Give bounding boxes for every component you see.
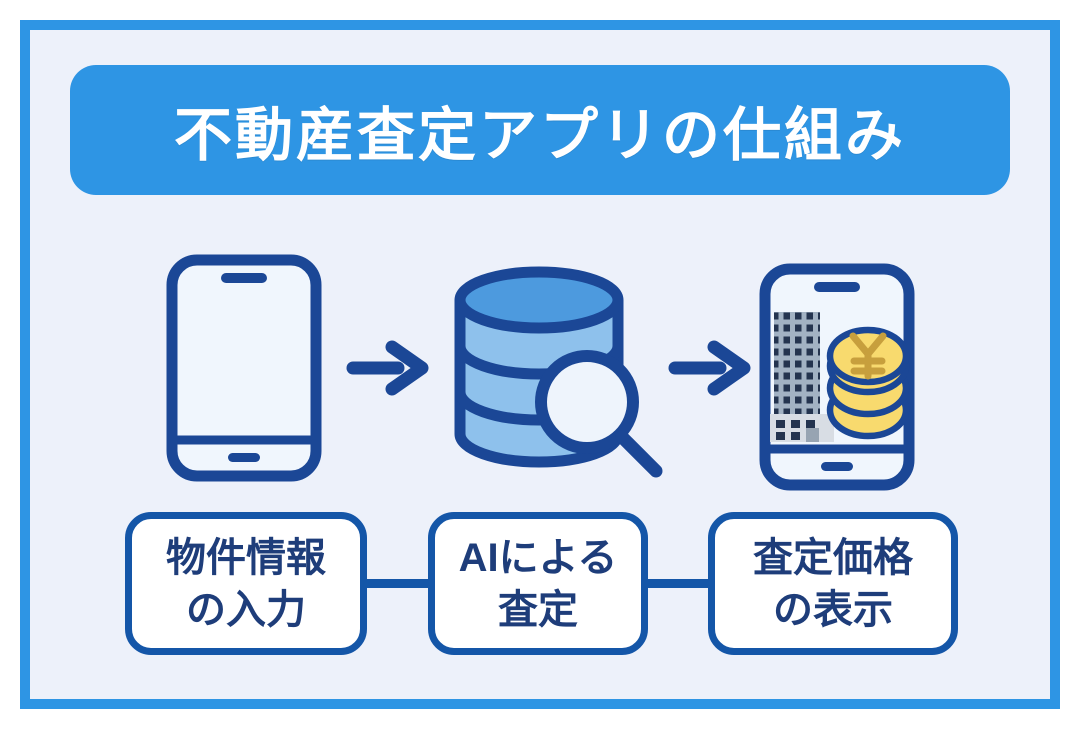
title-banner: 不動産査定アプリの仕組み — [70, 65, 1010, 195]
step-box-property-input: 物件情報 の入力 — [125, 512, 367, 655]
right-arrow-icon — [668, 340, 751, 396]
right-arrow-icon — [346, 340, 429, 396]
building-icon — [770, 312, 834, 442]
step-box-ai-appraisal: AIによる 査定 — [428, 512, 648, 655]
magnifier-handle — [615, 430, 663, 478]
step-label-line: AIによる — [458, 535, 618, 580]
phone-speaker — [221, 273, 267, 283]
step-label-line: 物件情報 — [166, 535, 326, 580]
magnifier-lens — [535, 350, 639, 454]
building-door — [806, 428, 819, 442]
frame-border: 不動産査定アプリの仕組み — [20, 20, 1060, 709]
phone-home-button — [228, 453, 260, 462]
building-tower — [774, 312, 820, 422]
step-box-price-display: 査定価格 の表示 — [708, 512, 958, 655]
coin-stack-icon — [826, 326, 910, 440]
step-label-line: 査定価格 — [753, 535, 913, 580]
phone-frame — [166, 254, 322, 482]
smartphone-input-icon — [166, 254, 322, 482]
database-search-icon — [454, 266, 663, 478]
yen-symbol — [849, 332, 887, 380]
smartphone-price-icon — [759, 263, 915, 491]
phone-speaker — [814, 282, 860, 292]
step-label-line: 査定 — [498, 587, 578, 632]
page-title: 不動産査定アプリの仕組み — [173, 103, 906, 168]
step-label-line: の入力 — [186, 587, 306, 632]
database-top — [454, 266, 624, 334]
phone-home-button — [821, 462, 853, 471]
step-label-line: の表示 — [773, 587, 893, 632]
